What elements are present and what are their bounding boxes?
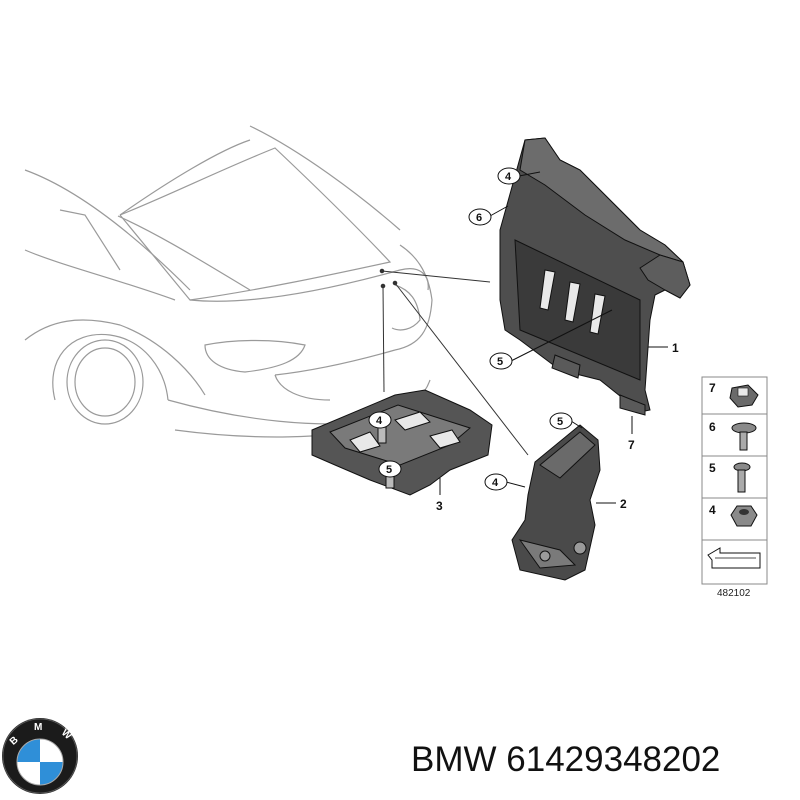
- svg-text:5: 5: [386, 464, 392, 476]
- callout-5-mid: 5: [489, 309, 613, 370]
- callout-4-tray: 4: [368, 411, 392, 429]
- bracket-main: [499, 137, 691, 416]
- svg-text:7: 7: [709, 381, 716, 395]
- holder-tray: [311, 389, 493, 496]
- svg-text:4: 4: [492, 477, 499, 489]
- svg-text:6: 6: [709, 420, 716, 434]
- part-label-2: 2: [620, 497, 627, 511]
- brand-name: BMW: [411, 740, 497, 779]
- callout-7-bottom: 7: [628, 416, 635, 452]
- legend-row-clip: 7: [709, 381, 759, 408]
- svg-text:4: 4: [376, 415, 383, 427]
- svg-text:4: 4: [709, 503, 716, 517]
- part-label-3: 3: [436, 499, 443, 513]
- part-label-1: 1: [672, 341, 679, 355]
- part-number: 61429348202: [506, 740, 721, 779]
- callout-4-top: 4: [497, 167, 541, 185]
- leader-lines: [379, 268, 529, 456]
- svg-text:5: 5: [557, 416, 563, 428]
- legend-row-screw: 5: [709, 461, 751, 493]
- svg-text:6: 6: [476, 212, 482, 224]
- hardware-legend: 7 6 5 4 482102: [701, 376, 768, 599]
- svg-text:M: M: [34, 722, 42, 733]
- svg-text:5: 5: [497, 356, 503, 368]
- callout-5-tray: 5: [378, 460, 402, 478]
- svg-text:5: 5: [709, 461, 716, 475]
- legend-row-bolt: 6: [709, 420, 757, 451]
- diagram-id: 482102: [717, 588, 751, 599]
- svg-text:7: 7: [628, 438, 635, 452]
- part-number-label: BMW 61429348202: [411, 735, 796, 785]
- car-outline: [24, 125, 433, 438]
- legend-row-arrow-icon: [707, 547, 761, 569]
- bracket-side: [511, 424, 601, 581]
- callout-6-top: 6: [468, 205, 509, 226]
- legend-row-nut: 4: [709, 503, 758, 527]
- callout-5-side: 5: [549, 412, 583, 430]
- svg-text:4: 4: [505, 171, 512, 183]
- bmw-logo: B M W: [2, 718, 78, 794]
- callout-4-side: 4: [484, 473, 526, 491]
